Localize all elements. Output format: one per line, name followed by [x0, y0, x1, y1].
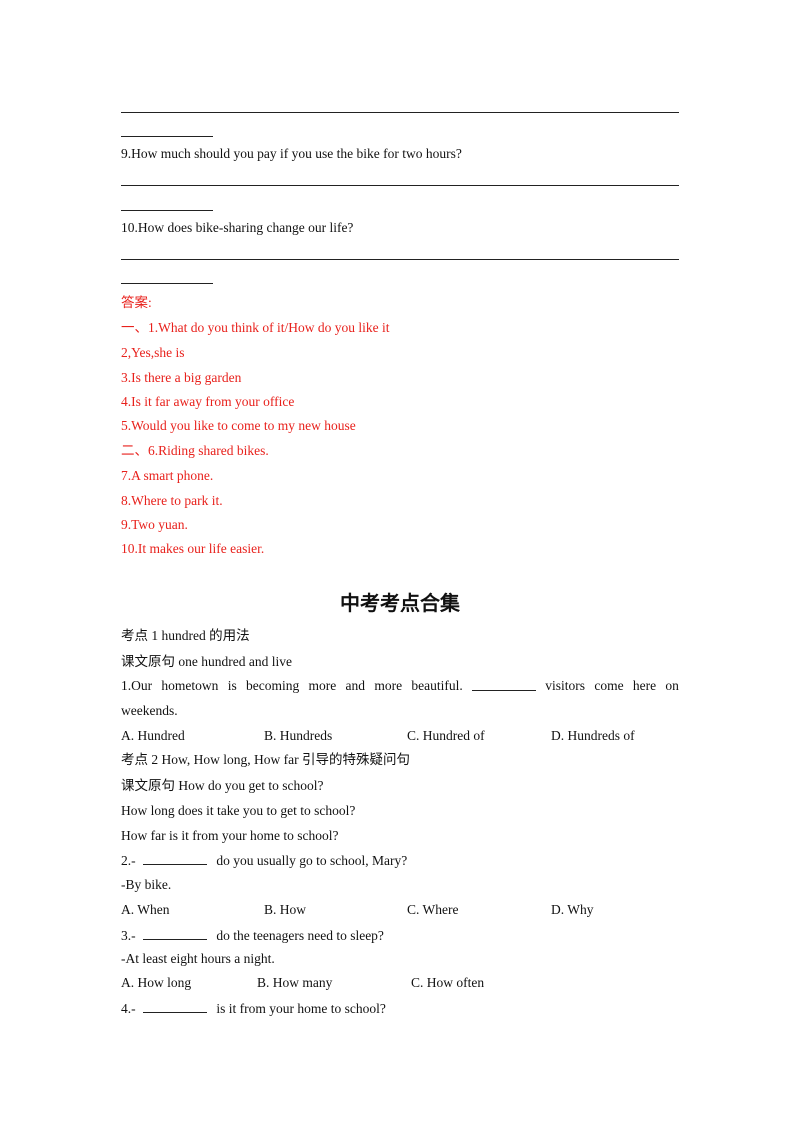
answer-line	[121, 112, 679, 113]
q1-word: becoming	[245, 678, 300, 693]
q2-prefix: 2.-	[121, 853, 136, 868]
point-1-heading: 考点 1 hundred 的用法	[121, 628, 250, 643]
question-9: 9.How much should you pay if you use the…	[121, 146, 462, 161]
q1-word: come	[594, 678, 624, 693]
q4-prefix: 4.-	[121, 1001, 136, 1016]
question-4: 4.- is it from your home to school?	[121, 1000, 386, 1017]
answer-item: 7.A smart phone.	[121, 468, 214, 483]
q2-text: do you usually go to school, Mary?	[216, 853, 408, 868]
question-1-continuation: weekends.	[121, 703, 178, 718]
question-2-reply: -By bike.	[121, 877, 172, 892]
q3-prefix: 3.-	[121, 928, 136, 943]
answer-item: 2,Yes,she is	[121, 345, 185, 360]
answer-line-short	[121, 136, 213, 137]
q1-word: more	[308, 678, 337, 693]
q1-word: on	[665, 678, 679, 693]
fill-blank[interactable]	[143, 927, 207, 940]
answer-item: 3.Is there a big garden	[121, 370, 242, 385]
option-a: A. When	[121, 902, 170, 917]
answer-item: 10.It makes our life easier.	[121, 541, 265, 556]
question-2: 2.- do you usually go to school, Mary?	[121, 852, 407, 869]
point-2-source: 课文原句 How do you get to school?	[121, 778, 324, 793]
option-a: A. How long	[121, 975, 192, 990]
answer-item: 5.Would you like to come to my new house	[121, 418, 356, 433]
q1-word: beautiful.	[411, 678, 463, 693]
q1-word: hometown	[161, 678, 219, 693]
point-1-source: 课文原句 one hundred and live	[121, 654, 292, 669]
question-1-line: 1.Our hometown is becoming more and more…	[121, 678, 679, 694]
question-10: 10.How does bike-sharing change our life…	[121, 220, 354, 235]
option-c: C. How often	[411, 975, 485, 990]
option-b: B. How	[264, 902, 307, 917]
fill-blank[interactable]	[472, 678, 536, 691]
q1-word: 1.Our	[121, 678, 153, 693]
option-a: A. Hundred	[121, 728, 185, 743]
option-d: D. Hundreds of	[551, 728, 635, 743]
answer-item: 一、1.What do you think of it/How do you l…	[121, 320, 390, 335]
section-title: 中考考点合集	[340, 593, 460, 615]
question-3: 3.- do the teenagers need to sleep?	[121, 927, 384, 944]
answer-line-short	[121, 283, 213, 284]
answers-heading: 答案:	[121, 295, 152, 310]
answer-item: 二、6.Riding shared bikes.	[121, 443, 269, 458]
q1-word: and	[345, 678, 366, 693]
fill-blank[interactable]	[143, 1000, 207, 1013]
point-2-example: How far is it from your home to school?	[121, 828, 339, 843]
option-b: B. Hundreds	[264, 728, 333, 743]
q3-text: do the teenagers need to sleep?	[216, 928, 384, 943]
q1-word: more	[374, 678, 403, 693]
q4-text: is it from your home to school?	[216, 1001, 386, 1016]
answer-line	[121, 185, 679, 186]
answer-line-short	[121, 210, 213, 211]
option-b: B. How many	[257, 975, 333, 990]
point-2-example: How long does it take you to get to scho…	[121, 803, 356, 818]
option-d: D. Why	[551, 902, 594, 917]
fill-blank[interactable]	[143, 852, 207, 865]
answer-line	[121, 259, 679, 260]
option-c: C. Hundred of	[407, 728, 485, 743]
answer-item: 8.Where to park it.	[121, 493, 223, 508]
q1-word: here	[632, 678, 657, 693]
q1-word: is	[227, 678, 237, 693]
question-3-reply: -At least eight hours a night.	[121, 951, 275, 966]
answer-item: 9.Two yuan.	[121, 517, 188, 532]
option-c: C. Where	[407, 902, 459, 917]
point-2-heading: 考点 2 How, How long, How far 引导的特殊疑问句	[121, 752, 410, 767]
q1-word: visitors	[545, 678, 586, 693]
answer-item: 4.Is it far away from your office	[121, 394, 295, 409]
